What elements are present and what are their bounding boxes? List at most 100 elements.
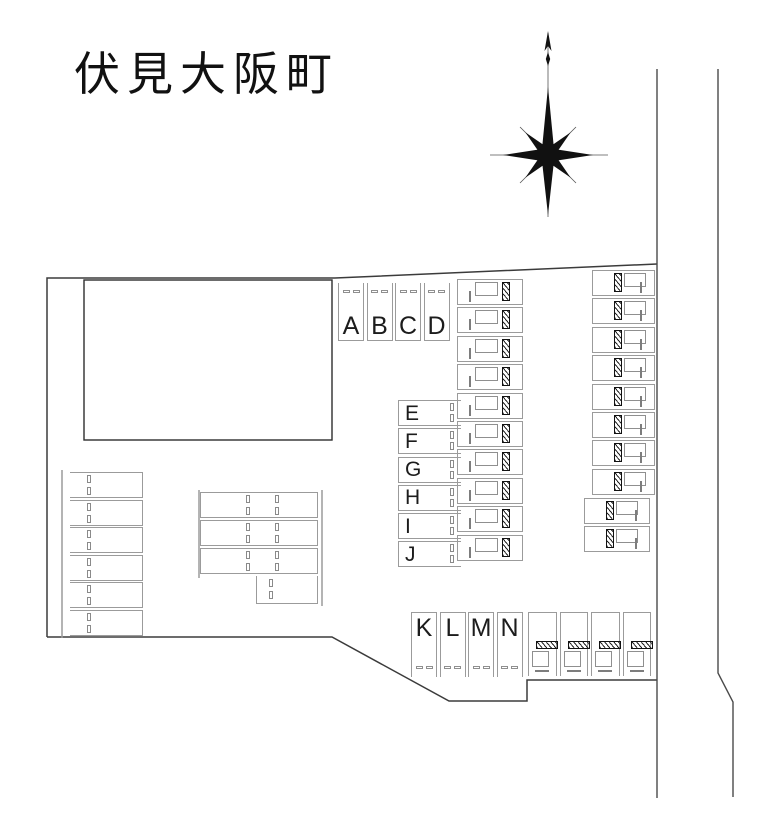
stall-square bbox=[624, 443, 646, 458]
stall-square bbox=[624, 329, 646, 344]
parking-stall bbox=[457, 506, 523, 533]
stall-label: H bbox=[405, 486, 421, 510]
stall-label: K bbox=[415, 614, 433, 642]
stall-tick bbox=[598, 670, 612, 672]
stall-label: D bbox=[427, 312, 446, 340]
parking-stall bbox=[457, 307, 523, 334]
center-parking-cluster bbox=[200, 492, 320, 607]
wheel-stop-marker bbox=[606, 529, 614, 549]
parking-stall bbox=[457, 420, 523, 447]
right-parking-column-offset bbox=[584, 498, 650, 555]
parking-stall bbox=[457, 477, 523, 504]
stall-label: C bbox=[398, 312, 418, 340]
parking-stall bbox=[70, 609, 143, 636]
stall-square bbox=[475, 395, 498, 410]
middle-parking-column bbox=[457, 279, 523, 563]
stall-square bbox=[475, 367, 498, 382]
parking-row-abcd: A B C D bbox=[338, 283, 450, 341]
parking-stall-g: G bbox=[398, 456, 461, 483]
parking-stall-extra bbox=[256, 576, 318, 604]
wheel-stop-marker bbox=[536, 641, 558, 649]
wheel-stop-marker bbox=[614, 386, 622, 406]
stall-tick bbox=[629, 670, 644, 672]
stall-tick bbox=[640, 452, 642, 464]
parking-stall bbox=[70, 527, 143, 554]
wheel-stop-marker bbox=[630, 641, 653, 649]
parking-stall-n: N bbox=[496, 612, 523, 677]
wheel-stop-marker bbox=[567, 641, 590, 649]
parking-stall bbox=[70, 582, 143, 609]
stall-square bbox=[624, 386, 646, 401]
road-edge-outer bbox=[717, 69, 734, 797]
stall-square bbox=[475, 452, 498, 467]
wheel-stop-marker bbox=[502, 423, 510, 443]
parking-row-klmn: K L M N bbox=[411, 612, 523, 677]
wheel-stop-marker bbox=[502, 452, 510, 472]
parking-stall bbox=[592, 468, 655, 495]
wheel-stop-marker bbox=[614, 443, 622, 463]
north-arrowhead bbox=[544, 31, 552, 51]
parking-stall bbox=[584, 526, 650, 553]
parking-stall bbox=[70, 554, 143, 581]
stall-square bbox=[626, 651, 644, 667]
parking-stall-d: D bbox=[423, 283, 450, 341]
wheel-stop-marker bbox=[614, 273, 622, 292]
parking-stall bbox=[591, 612, 621, 676]
wheel-stop-marker bbox=[614, 329, 622, 349]
wheel-stop-marker bbox=[614, 471, 622, 491]
stall-square bbox=[624, 471, 646, 486]
wheel-stop-marker bbox=[502, 509, 510, 529]
site-boundary-top bbox=[46, 263, 658, 637]
stall-tick bbox=[635, 538, 637, 550]
wheel-stop-marker bbox=[502, 395, 510, 415]
stall-square bbox=[475, 338, 498, 353]
stall-square bbox=[563, 651, 581, 667]
parking-column-e-to-j: E F G H I J bbox=[398, 400, 461, 570]
wheel-stop-marker bbox=[502, 480, 510, 500]
stall-tick bbox=[640, 395, 642, 407]
wheel-stop-marker bbox=[606, 501, 614, 520]
parking-stall-row bbox=[200, 520, 318, 546]
page-title: 伏見大阪町 bbox=[74, 49, 339, 100]
parking-stall-row bbox=[200, 492, 318, 518]
parking-stall bbox=[592, 355, 655, 382]
stall-tick bbox=[469, 291, 471, 302]
parking-stall-f: F bbox=[398, 428, 461, 455]
stall-square bbox=[475, 423, 498, 438]
stall-square bbox=[475, 509, 498, 524]
stall-tick bbox=[640, 282, 642, 293]
stall-label: E bbox=[405, 401, 420, 425]
stall-square bbox=[616, 501, 638, 515]
parking-stall-m: M bbox=[468, 612, 494, 677]
parking-stall bbox=[528, 612, 558, 676]
parking-stall bbox=[592, 270, 655, 296]
wheel-stop-marker bbox=[614, 301, 622, 321]
parking-stall bbox=[70, 499, 143, 526]
parking-stall bbox=[457, 534, 523, 561]
stall-square bbox=[624, 273, 646, 287]
parking-stall bbox=[622, 612, 653, 676]
parking-stall bbox=[457, 279, 523, 305]
parking-stall bbox=[592, 298, 655, 325]
wheel-stop-marker bbox=[599, 641, 621, 649]
parking-stall bbox=[592, 411, 655, 438]
wheel-stop-marker bbox=[502, 310, 510, 330]
parking-stall-a: A bbox=[338, 283, 364, 341]
parking-stall bbox=[457, 392, 523, 419]
stall-square bbox=[595, 651, 612, 667]
parking-stall-j: J bbox=[398, 541, 461, 568]
wheel-stop-marker bbox=[502, 338, 510, 358]
parking-stall-h: H bbox=[398, 484, 461, 511]
stall-square bbox=[475, 537, 498, 552]
wheel-stop-marker bbox=[614, 358, 622, 378]
stall-tick bbox=[640, 310, 642, 322]
stall-label: G bbox=[405, 458, 422, 482]
stall-square bbox=[624, 301, 646, 316]
parking-stall-l: L bbox=[439, 612, 466, 677]
stall-tick bbox=[469, 376, 471, 388]
stall-square bbox=[475, 310, 498, 325]
parking-stall bbox=[592, 383, 655, 410]
stall-square bbox=[624, 414, 646, 429]
left-parking-column bbox=[70, 472, 143, 638]
